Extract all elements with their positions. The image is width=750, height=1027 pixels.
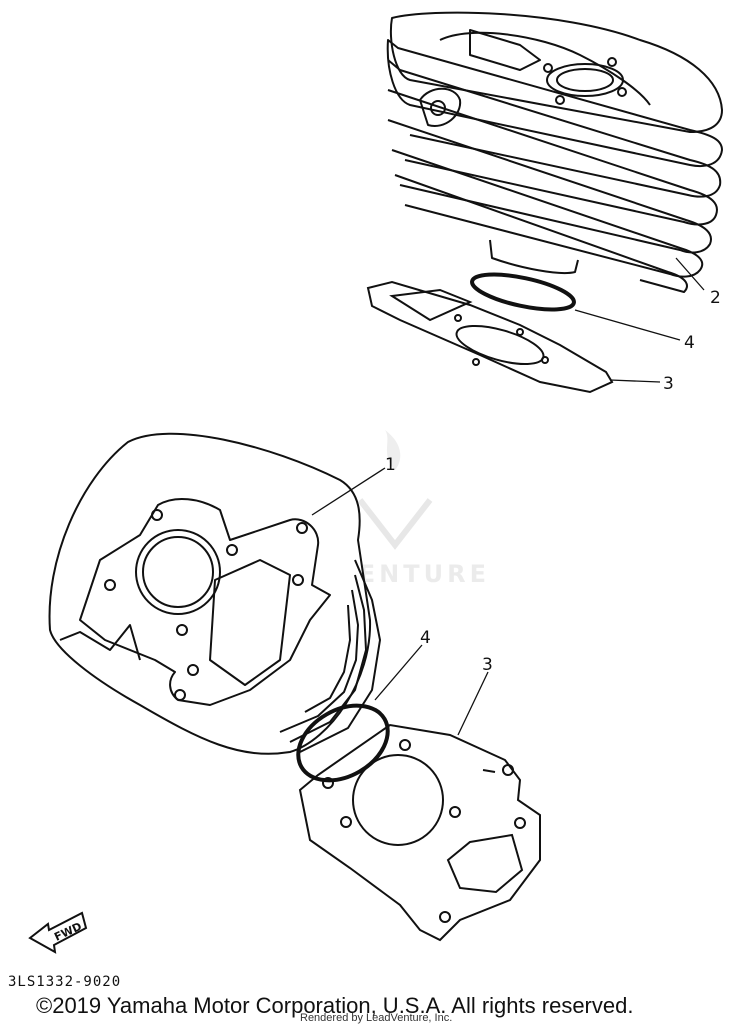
bottom-gasket-drawing [298,723,541,942]
callout-top-oring: 4 [684,333,695,353]
callout-top-cylinder: 2 [710,288,721,308]
callout-top-gasket: 3 [663,374,674,394]
top-cylinder-drawing [386,11,723,293]
callout-bottom-cylinder: 1 [385,455,396,475]
callout-bottom-gasket: 3 [482,655,493,675]
leader-bottom-gasket [457,671,489,736]
callout-bottom-oring: 4 [420,628,431,648]
leadventure-logo-icon [357,430,433,550]
rendered-by-text: Rendered by LeadVenture, Inc. [300,1012,453,1024]
leader-top-gasket [609,379,661,383]
leader-top-cylinder [675,257,705,291]
leader-bottom-cylinder [311,467,386,516]
fwd-arrow-icon: FWD [28,911,88,954]
diagram-code: 3LS1332-9020 [8,974,122,990]
leader-lines [311,257,705,736]
bottom-oring-drawing [296,703,390,783]
bottom-cylinder-drawing [48,432,381,755]
top-oring-drawing [470,272,576,312]
top-gasket-drawing [366,280,614,394]
copyright-text: ©2019 Yamaha Motor Corporation, U.S.A. A… [36,993,634,1018]
leader-bottom-oring [374,644,423,701]
leader-top-oring [574,309,681,341]
